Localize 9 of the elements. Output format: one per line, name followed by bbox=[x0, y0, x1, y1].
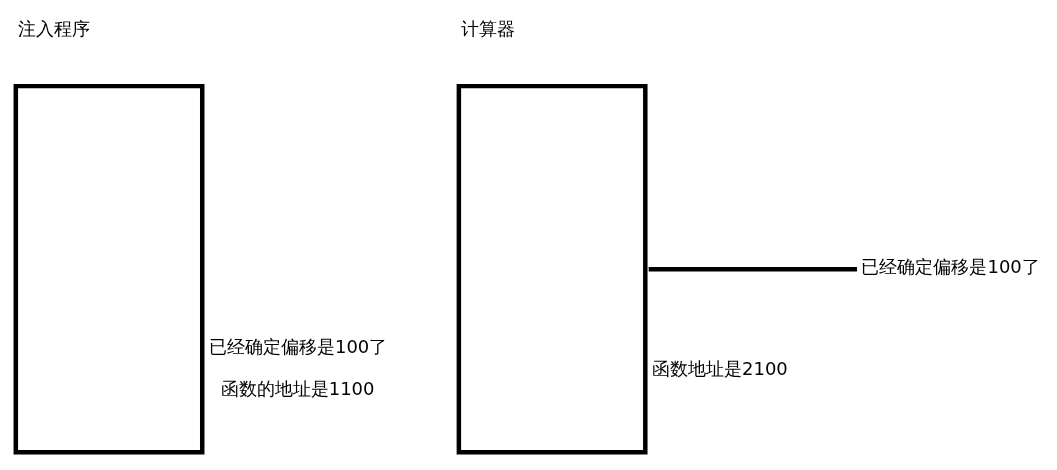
node-text: 已经确定偏移是100了 bbox=[861, 255, 1040, 277]
connector bbox=[648, 266, 857, 271]
node-box bbox=[13, 83, 205, 454]
node-label: 函数地址是2100 bbox=[652, 357, 788, 379]
node-label: 注入程序 bbox=[18, 17, 91, 39]
node-label: 函数的地址是1100 bbox=[220, 377, 375, 399]
node-label: 已经确定偏移是100了 bbox=[208, 335, 388, 357]
node-label: 计算器 bbox=[461, 17, 516, 39]
node-box bbox=[456, 83, 648, 454]
